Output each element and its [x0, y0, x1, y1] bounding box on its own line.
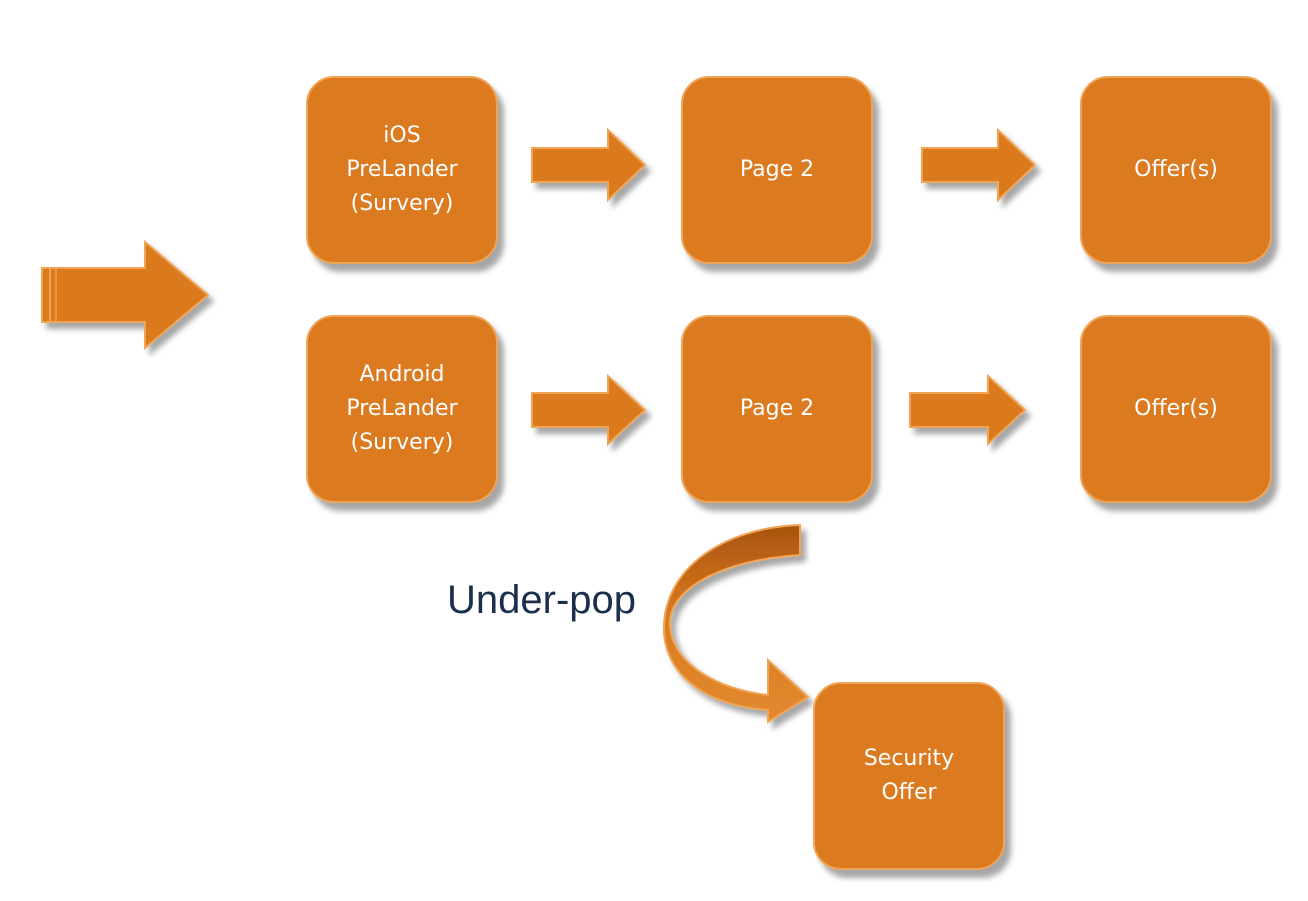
ios-offers-label: Offer(s) [1134, 157, 1218, 182]
security-offer-label: Security Offer [863, 746, 955, 805]
arrow-android-page2-to-offers [909, 373, 1027, 447]
android-page2-label: Page 2 [739, 396, 815, 421]
android-prelander-box: Android PreLander (Survery) [306, 315, 498, 503]
curved-underpop-arrow [662, 523, 810, 724]
android-offers-label: Offer(s) [1134, 396, 1218, 421]
arrow-ios-page2-to-offers [921, 127, 1037, 203]
underpop-annotation: Under-pop [447, 578, 637, 622]
ios-prelander-label: iOS PreLander (Survery) [346, 123, 458, 216]
security-offer-box: Security Offer [813, 682, 1005, 870]
arrow-android-prelander-to-page2 [531, 373, 647, 447]
ios-prelander-box: iOS PreLander (Survery) [306, 76, 498, 264]
ios-page2-label: Page 2 [739, 157, 815, 182]
ios-offers-box: Offer(s) [1080, 76, 1272, 264]
android-prelander-label: Android PreLander (Survery) [346, 362, 458, 455]
arrow-ios-prelander-to-page2 [531, 127, 647, 203]
android-offers-box: Offer(s) [1080, 315, 1272, 503]
android-page2-box: Page 2 [681, 315, 873, 503]
ios-page2-box: Page 2 [681, 76, 873, 264]
entry-arrow [41, 239, 210, 351]
